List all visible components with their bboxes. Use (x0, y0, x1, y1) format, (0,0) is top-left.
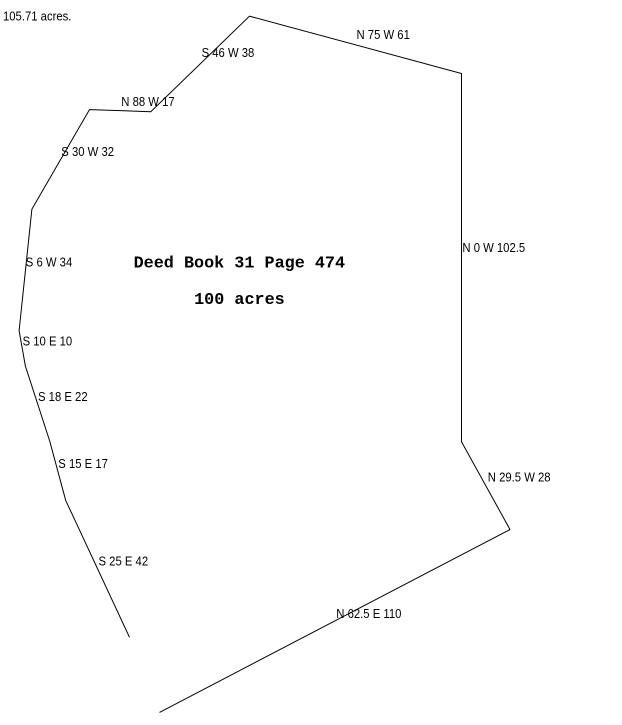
svg-text:N 75 W 61: N 75 W 61 (357, 27, 410, 42)
svg-text:100 acres: 100 acres (194, 291, 285, 310)
svg-text:S 6 W 34: S 6 W 34 (26, 255, 73, 270)
svg-text:N 88 W 17: N 88 W 17 (121, 94, 174, 109)
svg-text:105.71 acres.: 105.71 acres. (3, 9, 71, 24)
svg-text:S 15 E 17: S 15 E 17 (58, 456, 108, 471)
svg-text:S 18 E 22: S 18 E 22 (38, 389, 88, 404)
svg-text:Deed Book 31 Page 474: Deed Book 31 Page 474 (134, 254, 345, 273)
svg-text:S 46 W 38: S 46 W 38 (202, 45, 255, 60)
svg-text:S 30 W 32: S 30 W 32 (61, 144, 114, 159)
svg-text:N 29.5 W 28: N 29.5 W 28 (488, 470, 551, 485)
svg-text:N 0 W 102.5: N 0 W 102.5 (462, 240, 525, 255)
svg-text:S 10 E 10: S 10 E 10 (23, 334, 73, 349)
svg-text:S 25 E 42: S 25 E 42 (99, 554, 149, 569)
svg-text:N 62.5 E 110: N 62.5 E 110 (336, 606, 401, 621)
